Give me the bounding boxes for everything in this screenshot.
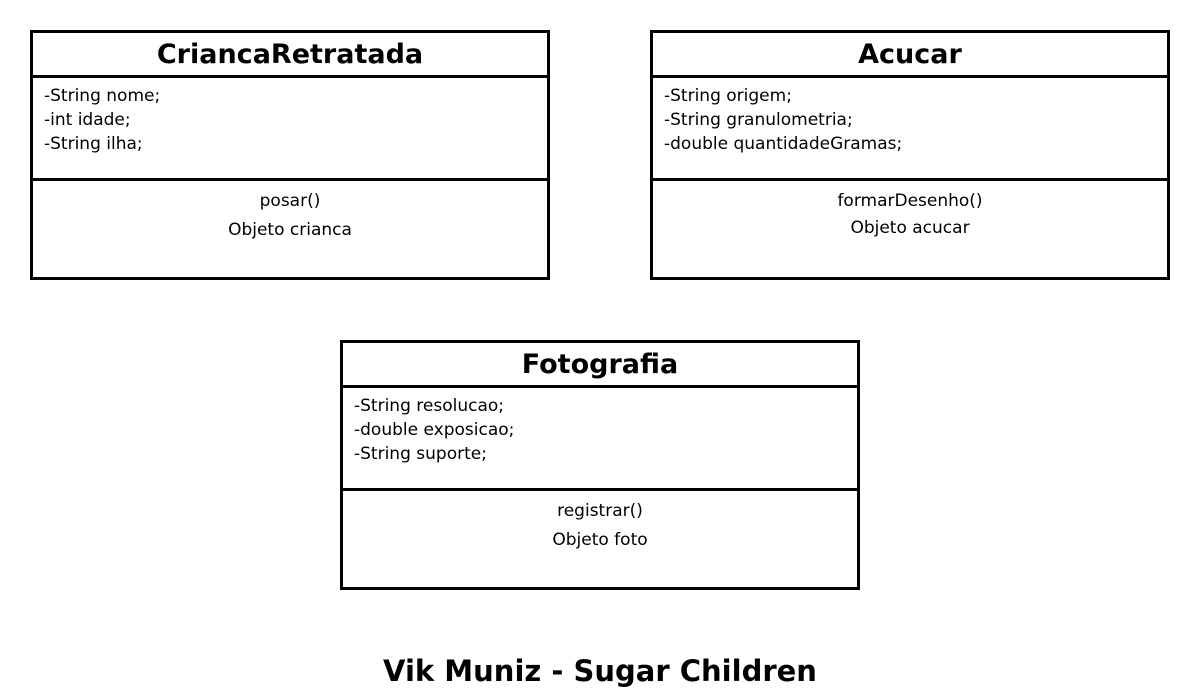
method: registrar() [557,501,643,521]
attribute: -double quantidadeGramas; [664,134,903,154]
class-box-fotografia: Fotografia -String resolucao; -double ex… [340,340,860,590]
attributes-section: -String nome; -int idade; -String ilha; [33,78,547,181]
class-box-crianca-retratada: CriancaRetratada -String nome; -int idad… [30,30,550,280]
attribute: -double exposicao; [354,420,515,440]
attribute: -String nome; [44,86,161,106]
class-box-acucar: Acucar -String origem; -String granulome… [650,30,1170,280]
operations-section: formarDesenho() Objeto acucar [653,181,1167,240]
class-name: Fotografia [343,343,857,388]
object-label: Objeto crianca [228,220,352,240]
method: formarDesenho() [837,191,983,211]
attribute: -int idade; [44,110,131,130]
attributes-section: -String origem; -String granulometria; -… [653,78,1167,181]
operations-section: registrar() Objeto foto [343,491,857,552]
operations-section: posar() Objeto crianca [33,181,547,242]
class-name: CriancaRetratada [33,33,547,78]
attributes-section: -String resolucao; -double exposicao; -S… [343,388,857,491]
attribute: -String resolucao; [354,396,504,416]
attribute: -String suporte; [354,444,487,464]
attribute: -String granulometria; [664,110,853,130]
diagram-title: Vik Muniz - Sugar Children [383,654,817,688]
class-name: Acucar [653,33,1167,78]
method: posar() [259,191,321,211]
object-label: Objeto foto [552,530,648,550]
object-label: Objeto acucar [850,218,970,238]
attribute: -String origem; [664,86,792,106]
attribute: -String ilha; [44,134,143,154]
